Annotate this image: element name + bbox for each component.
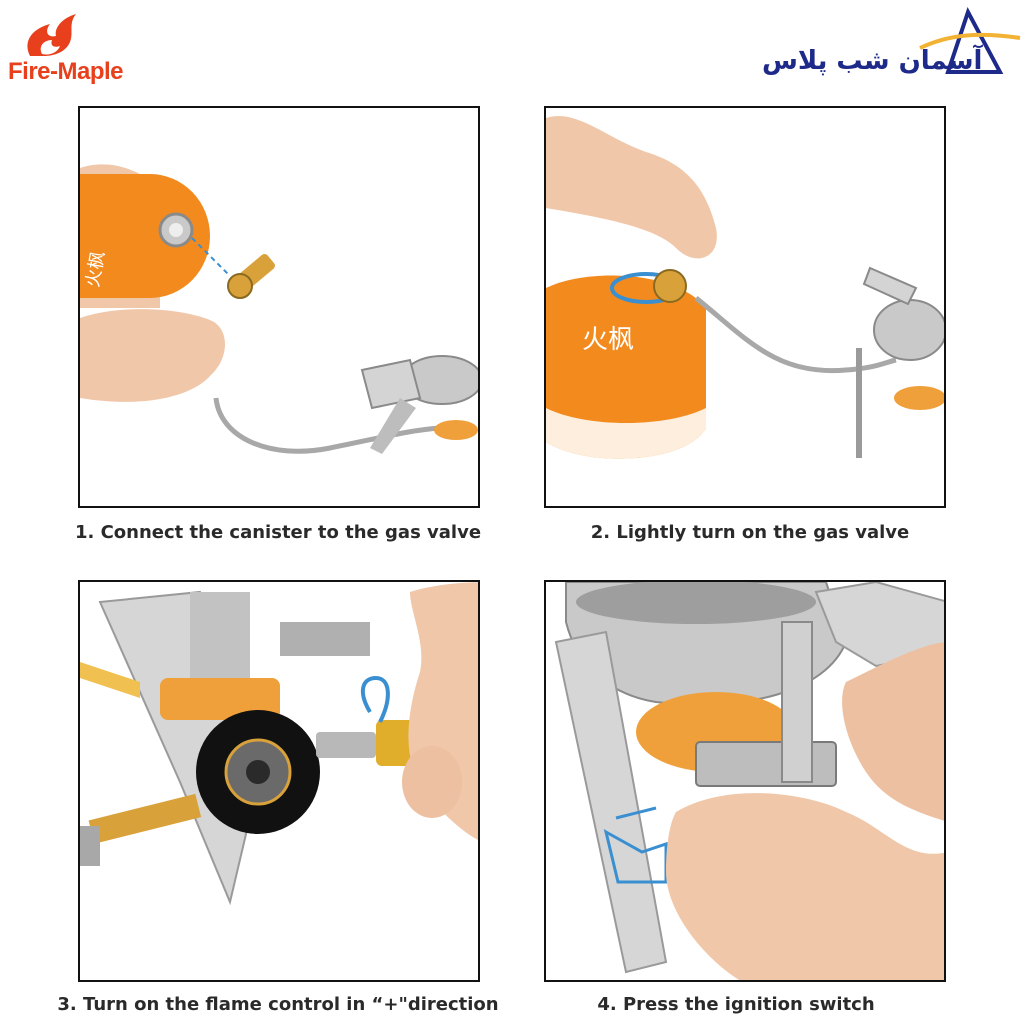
aseman-shab-plus-logo: آسمان شب پلاس bbox=[760, 4, 1022, 88]
step-4-image bbox=[544, 580, 946, 982]
canister-label: 火枫 bbox=[582, 325, 634, 355]
brass-fitting bbox=[88, 793, 202, 844]
hand-shape bbox=[80, 309, 225, 402]
rotate-arrow-icon bbox=[360, 675, 390, 723]
stove-pot-support bbox=[814, 582, 944, 668]
step-1-caption: 1. Connect the canister to the gas valve bbox=[74, 522, 482, 543]
stove-leg bbox=[856, 348, 862, 458]
gas-hose bbox=[80, 826, 100, 866]
press-arrow-icon bbox=[615, 806, 657, 820]
ignition-bracket bbox=[781, 621, 813, 783]
aseman-shab-plus-wordmark: آسمان شب پلاس bbox=[762, 46, 983, 76]
control-stem bbox=[316, 732, 376, 758]
flame-logo-icon bbox=[27, 14, 76, 56]
gas-valve-knob bbox=[227, 273, 253, 299]
fire-maple-wordmark: Fire-Maple bbox=[8, 58, 124, 85]
stove-pot-support bbox=[360, 358, 422, 410]
stove-arm bbox=[80, 662, 140, 698]
gas-valve bbox=[653, 269, 687, 303]
fingertip bbox=[402, 746, 462, 818]
gas-canister bbox=[546, 275, 706, 459]
ignition-switch bbox=[695, 741, 837, 787]
canister-port-center bbox=[246, 760, 270, 784]
step-4-caption: 4. Press the ignition switch bbox=[597, 994, 875, 1015]
step-2-image: 火枫 bbox=[544, 106, 946, 508]
canister-base-pattern bbox=[546, 408, 706, 459]
flame-control-ring bbox=[894, 386, 944, 410]
stove-leg bbox=[554, 630, 668, 974]
mountain-logo-icon bbox=[919, 6, 1021, 74]
stove-burner bbox=[873, 299, 944, 361]
stove-leg bbox=[370, 398, 416, 454]
flame-control-ring bbox=[434, 420, 478, 440]
hand-shape bbox=[546, 115, 717, 259]
canister-valve-center bbox=[169, 223, 183, 237]
stove-pot-support bbox=[862, 266, 918, 306]
step-2-caption: 2. Lightly turn on the gas valve bbox=[590, 522, 910, 543]
step-3-image bbox=[78, 580, 480, 982]
gas-hose bbox=[694, 296, 897, 374]
gas-hose bbox=[213, 397, 441, 454]
hand-fingers bbox=[842, 642, 944, 821]
fire-maple-logo: Fire-Maple bbox=[6, 6, 146, 86]
flame-control-ring bbox=[160, 678, 280, 720]
gas-canister-body bbox=[80, 174, 150, 298]
step-3-caption: 3. Turn on the flame control in “+"direc… bbox=[57, 994, 499, 1015]
step-1-image: 火枫 bbox=[78, 106, 480, 508]
switch-outline-icon bbox=[603, 829, 668, 884]
hand-shape bbox=[666, 793, 944, 980]
burner-mesh bbox=[576, 582, 816, 624]
stove-bracket bbox=[280, 622, 370, 656]
